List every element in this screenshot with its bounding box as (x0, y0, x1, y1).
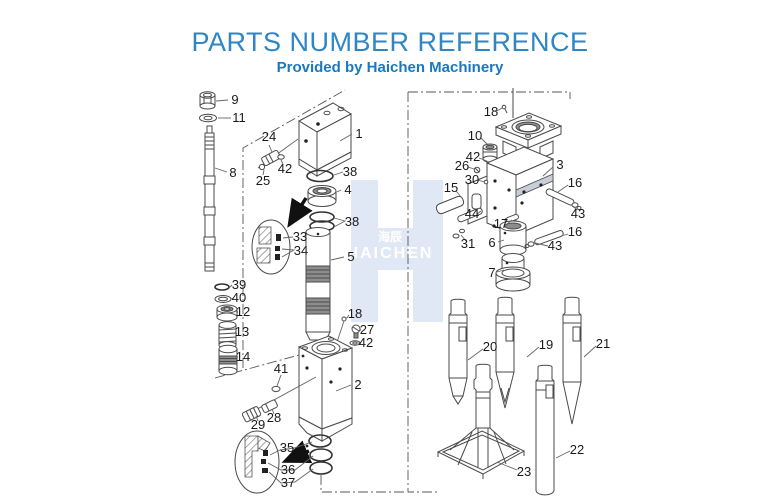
part-26-plug (473, 166, 481, 174)
part-27-screw (351, 324, 361, 339)
part-label-27: 27 (360, 322, 374, 337)
part-label-13: 13 (235, 324, 249, 339)
part-4-seal-retainer (307, 185, 337, 207)
part-label-6: 6 (488, 235, 495, 250)
part-label-43a: 43 (571, 206, 585, 221)
part-label-43b: 43 (548, 238, 562, 253)
part-15-pin (435, 195, 465, 215)
part-label-7: 7 (488, 265, 495, 280)
part-label-8: 8 (229, 165, 236, 180)
part-16-side-bolt-upper (545, 188, 582, 210)
part-11-washer (199, 113, 217, 123)
part-18-pin-right (501, 104, 508, 114)
pointer-arrow-upper (287, 197, 313, 228)
part-30-pin (483, 179, 489, 185)
header: PARTS NUMBER REFERENCE Provided by Haich… (0, 0, 780, 77)
part-label-15: 15 (444, 180, 458, 195)
part-12-valve-disc (216, 304, 238, 322)
part-label-34: 34 (294, 243, 308, 258)
part-label-33: 33 (293, 229, 307, 244)
part-label-42b: 42 (359, 335, 373, 350)
part-label-19: 19 (539, 337, 553, 352)
part-44-pin (457, 207, 483, 223)
part-label-17: 17 (494, 216, 508, 231)
part-43-nut-lower (527, 241, 535, 247)
part-label-40: 40 (232, 290, 246, 305)
part-14-valve-sleeve (218, 344, 238, 376)
part-38-oring-upper (306, 169, 334, 183)
detail-33-34-seal-section (251, 197, 313, 275)
part-label-18a: 18 (348, 306, 362, 321)
part-label-26: 26 (455, 158, 469, 173)
part-label-24: 24 (262, 129, 276, 144)
part-19-moil-point (495, 296, 515, 409)
part-label-10: 10 (468, 128, 482, 143)
part-13-valve-spring (218, 321, 237, 349)
part-label-36: 36 (281, 462, 295, 477)
haichen-watermark: 海辰 HAICHEN (347, 180, 443, 322)
part-label-4: 4 (344, 182, 351, 197)
part-label-37: 37 (281, 475, 295, 490)
part-3-valve-housing (467, 146, 555, 236)
part-22-long-rod (535, 364, 555, 496)
part-20-flat-chisel (448, 298, 468, 405)
part-1-back-head (297, 102, 353, 177)
part-label-38b: 38 (345, 214, 359, 229)
part-label-20: 20 (483, 339, 497, 354)
part-label-14: 14 (236, 349, 250, 364)
page-title: PARTS NUMBER REFERENCE (191, 27, 589, 57)
part-7-thrust-bush (495, 253, 531, 292)
part-label-35: 35 (280, 440, 294, 455)
part-label-9: 9 (231, 92, 238, 107)
part-2-cylinder-body (297, 335, 354, 448)
part-label-22: 22 (570, 442, 584, 457)
part-41-28-29-plugs (241, 376, 317, 423)
part-label-28: 28 (267, 410, 281, 425)
pointer-arrow-lower (281, 440, 313, 463)
part-16-side-bolt-lower (524, 230, 564, 248)
part-label-16b: 16 (568, 224, 582, 239)
leader-lines (214, 99, 597, 484)
valve-top-flange (494, 112, 563, 160)
part-label-25: 25 (256, 173, 270, 188)
part-40-ring (214, 295, 232, 303)
part-label-31: 31 (461, 236, 475, 251)
part-label-44: 44 (465, 206, 479, 221)
centerlines (214, 88, 571, 493)
part-label-30: 30 (465, 172, 479, 187)
part-label-42a: 42 (278, 161, 292, 176)
part-label-21: 21 (596, 336, 610, 351)
part-label-29: 29 (251, 417, 265, 432)
part-23-compactor-plate (436, 363, 526, 479)
part-label-2: 2 (354, 377, 361, 392)
detail-35-36-37-seal-section (234, 430, 313, 494)
watermark-cn-text: 海辰 (378, 229, 402, 244)
part-8-through-bolt (203, 125, 216, 272)
part-number-labels: 9 11 8 24 25 42 1 38 4 38 33 34 5 39 40 … (229, 92, 610, 490)
part-label-39: 39 (232, 277, 246, 292)
part-label-1: 1 (355, 126, 362, 141)
part-31-rings (452, 228, 465, 239)
part-label-16a: 16 (568, 175, 582, 190)
part-24-25-42-valve-fitting (257, 138, 299, 171)
part-6-valve-sleeve (499, 220, 527, 256)
part-label-23: 23 (517, 464, 531, 479)
part-35-36-37-orings (308, 434, 333, 475)
part-39-oring (214, 283, 230, 291)
part-label-41: 41 (274, 361, 288, 376)
part-label-5: 5 (347, 249, 354, 264)
part-label-12: 12 (236, 304, 250, 319)
part-5-piston (305, 227, 331, 341)
part-21-cone-point (562, 296, 582, 425)
part-label-18b: 18 (484, 104, 498, 119)
page-subtitle: Provided by Haichen Machinery (276, 59, 504, 77)
watermark-en-text: HAICHEN (347, 245, 434, 262)
part-label-3: 3 (556, 157, 563, 172)
part-9-nut (199, 91, 216, 110)
part-label-38a: 38 (343, 164, 357, 179)
part-label-11: 11 (232, 110, 246, 125)
part-label-42c: 42 (466, 149, 480, 164)
